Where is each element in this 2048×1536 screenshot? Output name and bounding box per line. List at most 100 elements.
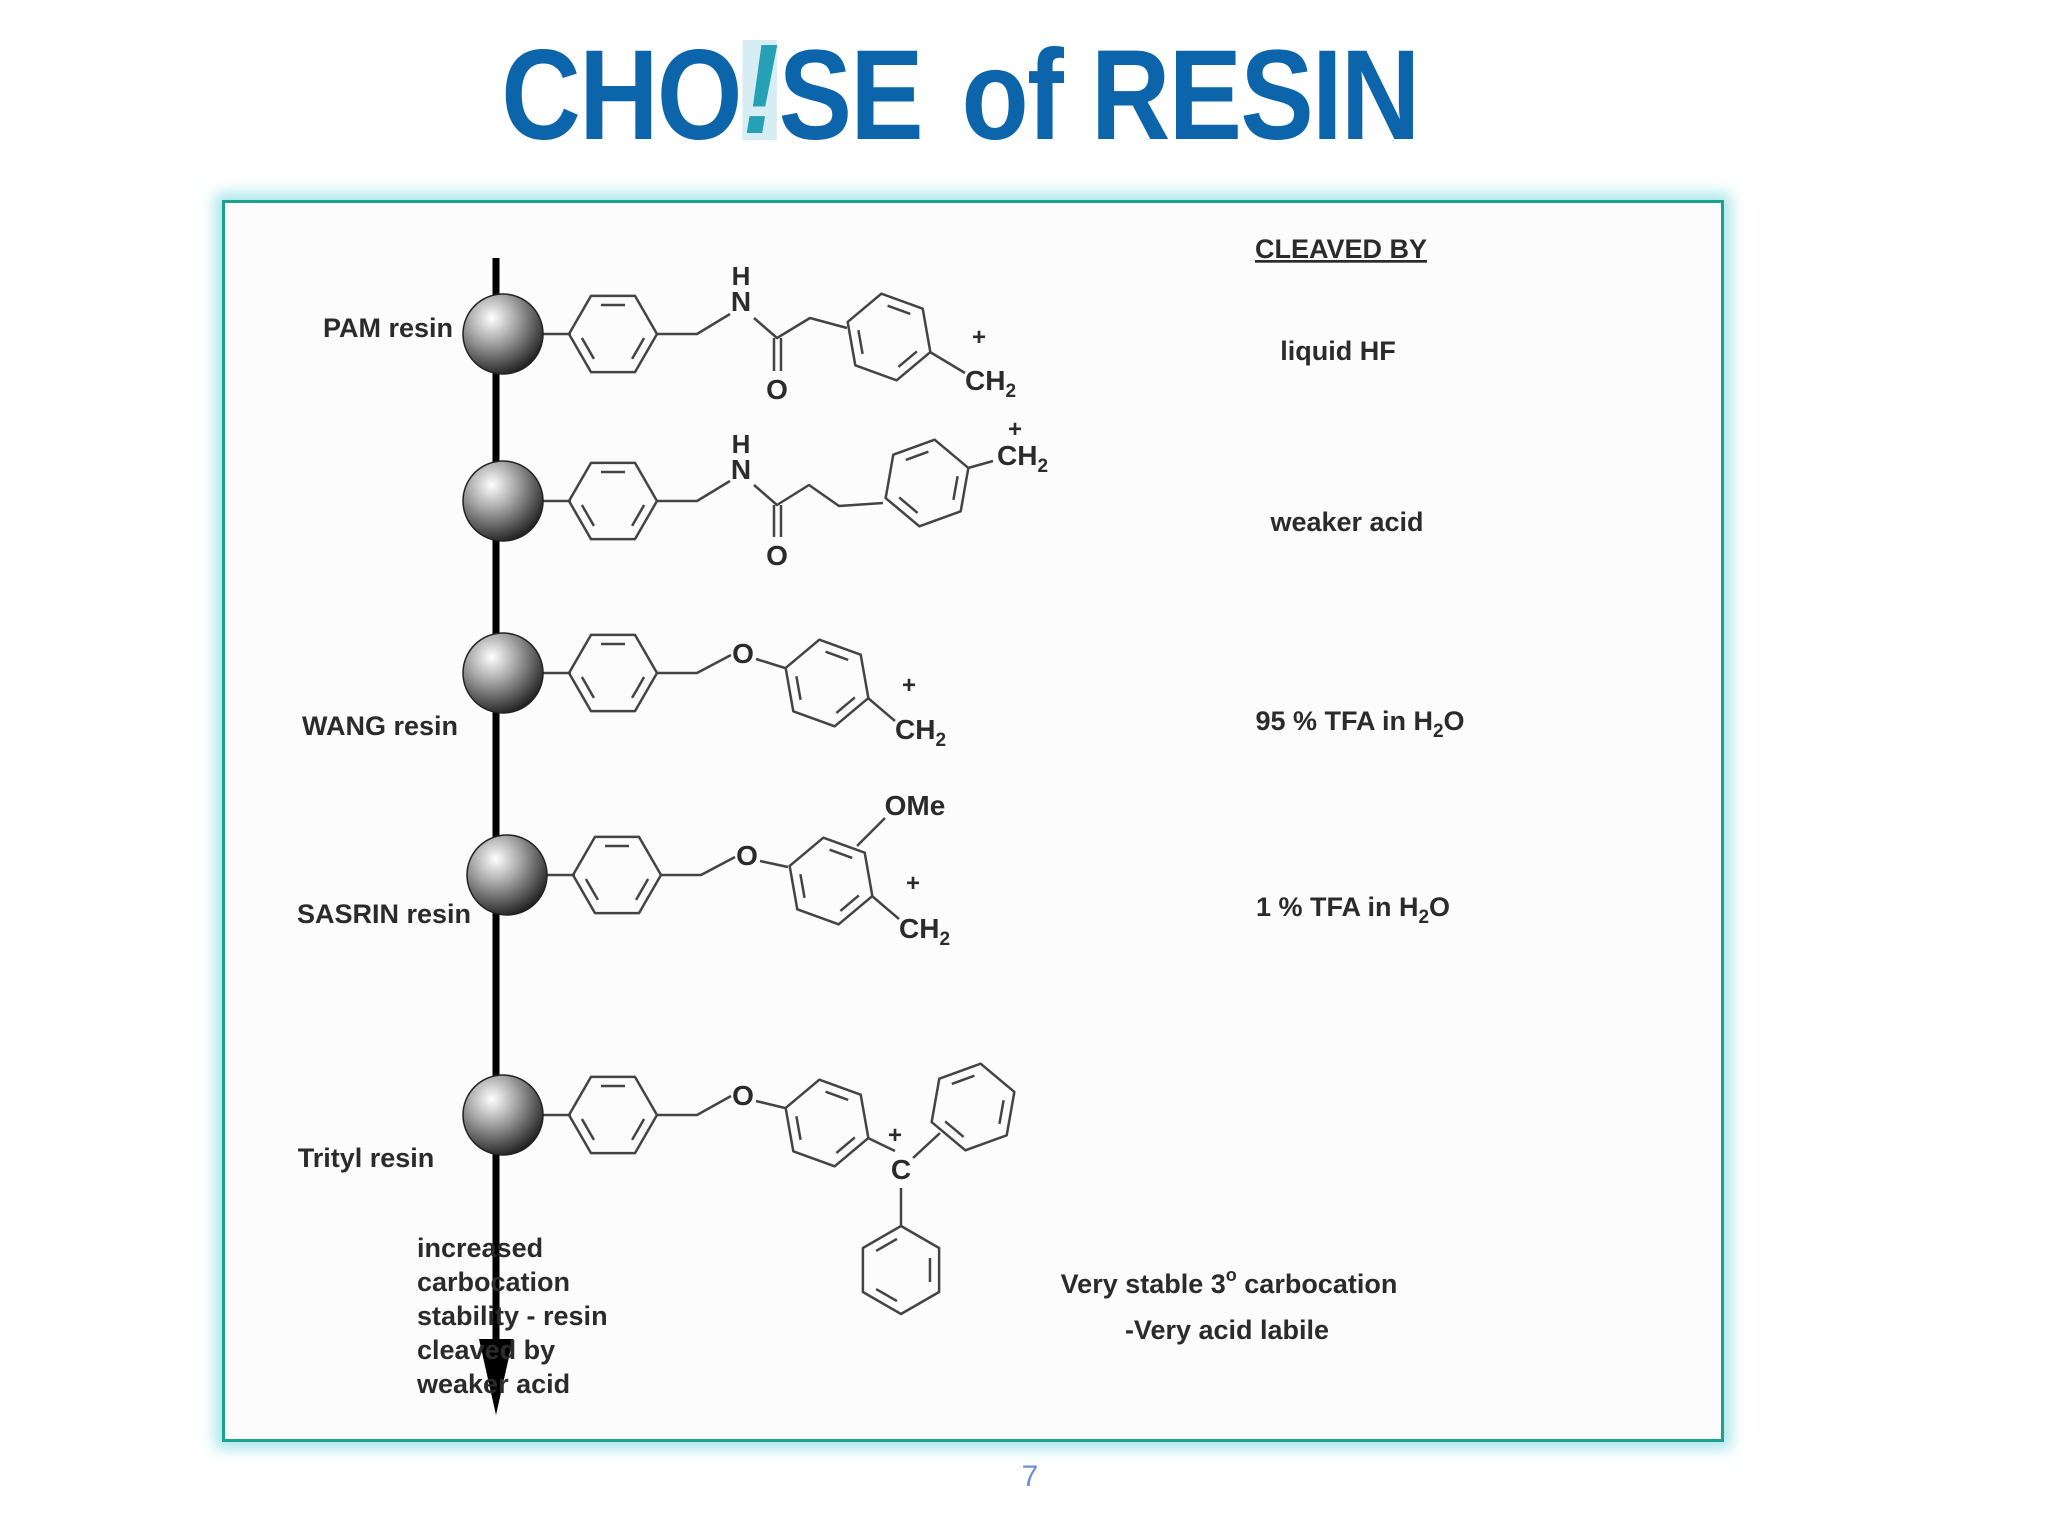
bond — [856, 817, 886, 847]
carbonyl-oxygen-label: O — [766, 374, 788, 405]
nh-hydrogen-label: H — [732, 429, 751, 459]
benzene-ring — [784, 638, 870, 728]
bond-chain — [657, 312, 731, 336]
title-exclamation-mark: ! — [742, 18, 779, 161]
trityl-note-line1: Very stable 3o carbocation — [1061, 1265, 1398, 1299]
ring-double-bond — [905, 450, 929, 462]
page-number: 7 — [1021, 1460, 1039, 1493]
resin-figure-frame: CLEAVED BY PAM resin WANG resin SASRIN r… — [222, 200, 1724, 1442]
ring-double-bond — [952, 475, 959, 501]
bond — [759, 859, 789, 869]
cleaved-by-header: CLEAVED BY — [1255, 234, 1427, 264]
ring-double-bond — [887, 304, 911, 316]
ring-double-bond — [580, 504, 596, 527]
carbocation-carbon-label: C — [891, 1154, 911, 1185]
ring-double-bond — [584, 878, 600, 901]
ring-double-bond — [799, 873, 806, 899]
benzene-ring — [567, 294, 659, 374]
ring-double-bond — [630, 504, 646, 527]
ring-double-bond — [829, 848, 853, 860]
ch2-group-label: CH2 — [899, 913, 950, 950]
bond — [755, 1099, 786, 1110]
resin-label-wang: WANG resin — [302, 711, 458, 741]
cleaved-by-liquid-hf: liquid HF — [1280, 336, 1395, 366]
methoxy-group-label: OMe — [885, 790, 946, 821]
bond — [929, 350, 966, 375]
trityl-note-line2: -Very acid labile — [1125, 1315, 1329, 1345]
ring-double-bond — [580, 1118, 596, 1141]
positive-charge-sign: + — [972, 324, 986, 351]
ring-double-bond — [795, 1115, 802, 1141]
positive-charge-sign: + — [888, 1122, 902, 1149]
nh-nitrogen-label: N — [731, 454, 751, 485]
arrow-caption: increased carbocation stability - resin … — [416, 1233, 615, 1399]
benzene-ring — [788, 836, 874, 926]
nh-hydrogen-label: H — [732, 261, 751, 291]
benzene-ring — [884, 438, 970, 528]
ring-double-bond — [630, 337, 646, 360]
ring-double-bond — [951, 1074, 975, 1086]
resin-bead — [462, 460, 544, 542]
ring-double-bond — [835, 1136, 856, 1154]
benzene-ring — [846, 292, 932, 382]
title-part-of-resin: of RESIN — [961, 24, 1421, 167]
bond-chain — [657, 1094, 732, 1117]
benzene-ring — [784, 1078, 870, 1168]
benzene-ring — [571, 835, 663, 915]
ether-oxygen-label: O — [736, 840, 758, 871]
resin-bead — [466, 834, 548, 916]
ring-double-bond — [857, 329, 864, 355]
ring-double-bond — [795, 675, 802, 701]
ring-double-bond — [998, 1099, 1005, 1125]
bond — [755, 657, 786, 670]
resin-label-sasrin: SASRIN resin — [297, 899, 471, 929]
ether-oxygen-label: O — [732, 1080, 754, 1111]
ring-double-bond — [835, 696, 856, 714]
bond-chain — [657, 479, 731, 503]
cleaved-by-weaker-acid: weaker acid — [1269, 507, 1423, 537]
resin-structures-diagram: CLEAVED BY PAM resin WANG resin SASRIN r… — [297, 234, 1465, 1415]
ring-double-bond — [875, 1287, 898, 1303]
bond — [912, 1132, 941, 1159]
ch2-group-label: CH2 — [895, 714, 946, 751]
ring-double-bond — [580, 337, 596, 360]
bond-chain — [753, 316, 848, 340]
cleaved-by-95-tfa: 95 % TFA in H2O — [1255, 706, 1464, 742]
benzene-ring — [567, 461, 659, 541]
nh-nitrogen-label: N — [731, 286, 751, 317]
ring-double-bond — [897, 350, 918, 368]
bond-chain — [661, 855, 736, 877]
ether-oxygen-label: O — [732, 638, 754, 669]
ch2-group-label: CH2 — [965, 365, 1016, 402]
molecule-bonds — [543, 292, 1016, 1316]
ring-double-bond — [839, 894, 860, 912]
ring-double-bond — [825, 1090, 849, 1102]
ring-double-bond — [875, 1237, 898, 1253]
ring-double-bond — [898, 496, 919, 514]
benzene-ring — [567, 633, 659, 713]
positive-charge-sign: + — [902, 672, 916, 699]
resin-bead — [462, 1074, 544, 1156]
benzene-ring — [930, 1062, 1016, 1152]
ring-double-bond — [634, 878, 650, 901]
ch2-group-label: CH2 — [997, 440, 1048, 477]
positive-charge-sign: + — [1008, 416, 1022, 443]
ring-double-bond — [944, 1120, 965, 1138]
ring-double-bond — [580, 676, 596, 699]
resin-label-trityl: Trityl resin — [298, 1143, 435, 1173]
bond-chain — [753, 483, 884, 508]
title-part-se: SE — [778, 24, 924, 167]
stability-arrow-head — [479, 1339, 513, 1415]
bond-chain — [657, 653, 732, 675]
resin-label-pam: PAM resin — [323, 313, 453, 343]
ring-double-bond — [630, 676, 646, 699]
bond — [867, 1136, 896, 1153]
bond — [967, 459, 994, 470]
ring-double-bond — [630, 1118, 646, 1141]
benzene-ring — [567, 1075, 659, 1155]
positive-charge-sign: + — [906, 870, 920, 897]
ring-double-bond — [825, 650, 849, 662]
resin-bead — [462, 632, 544, 714]
